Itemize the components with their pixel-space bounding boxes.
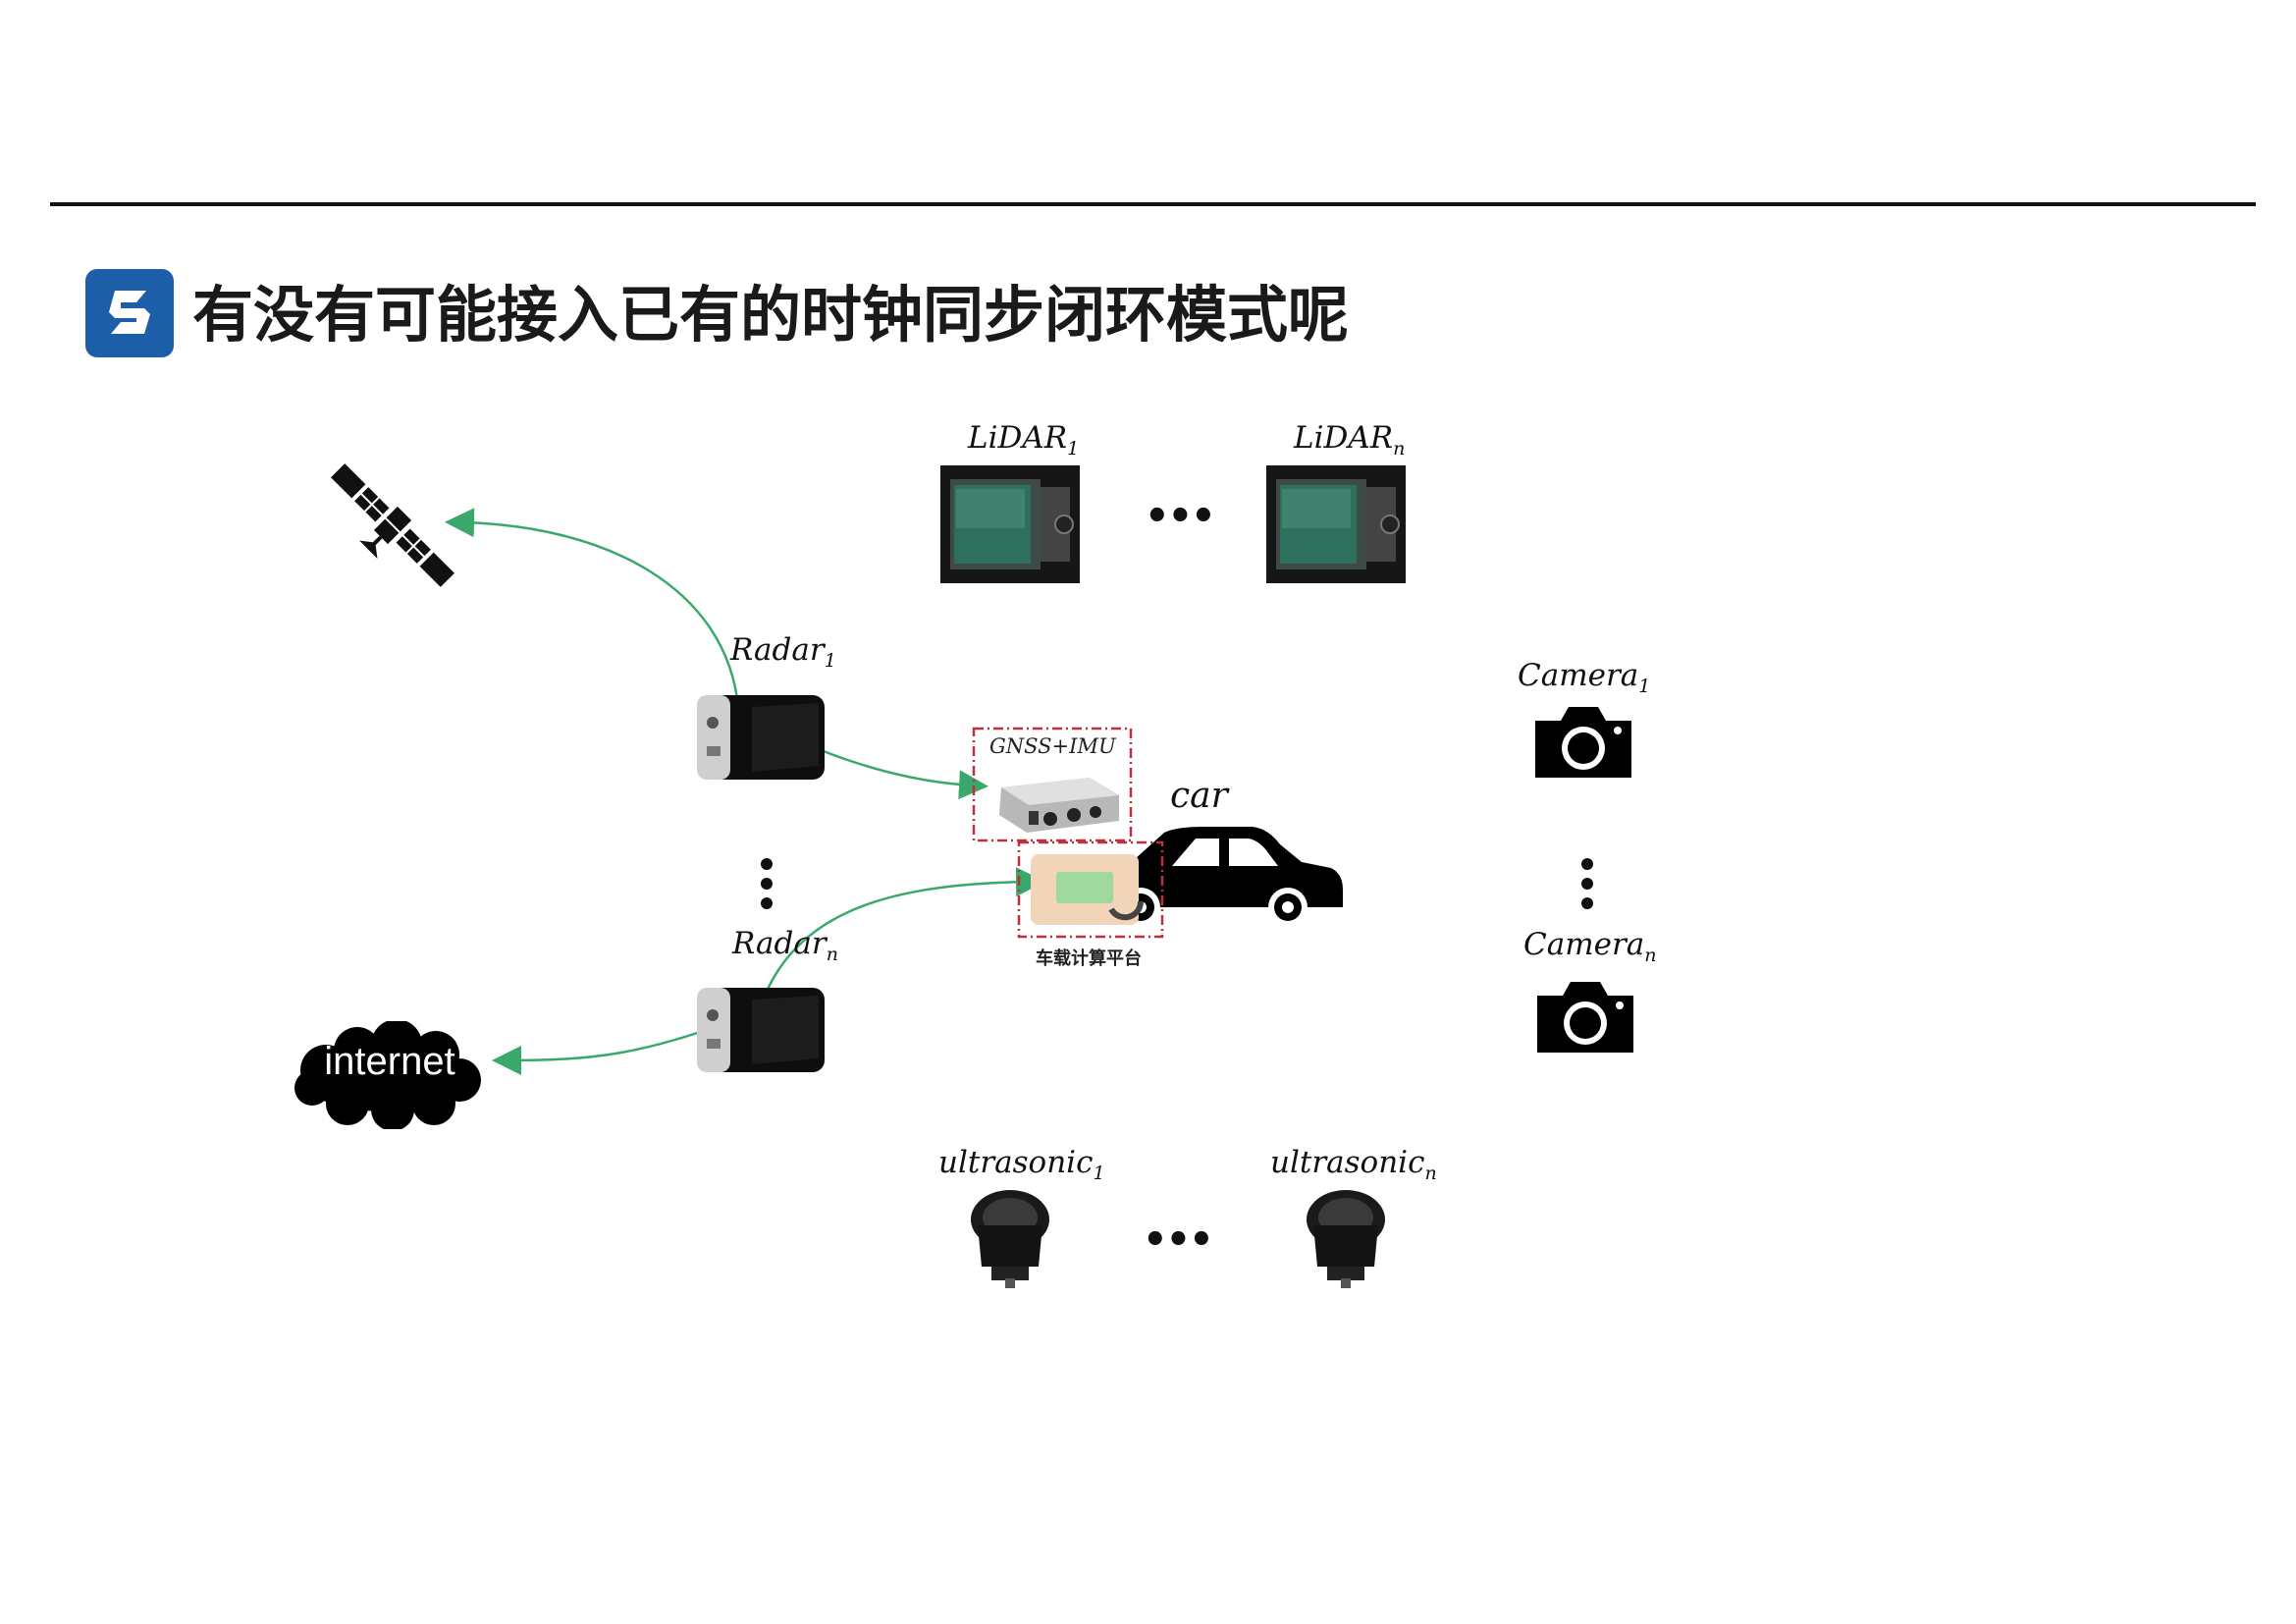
internet-label: internet	[324, 1040, 455, 1083]
lidar-n-label: LiDARn	[1294, 420, 1406, 460]
lidar-n-icon	[1266, 465, 1406, 583]
lidar-1-label: LiDAR1	[968, 420, 1080, 460]
gnss-imu-label: GNSS+IMU	[989, 734, 1116, 758]
page-title: 有没有可能接入已有的时钟同步闭环模式呢	[192, 279, 1350, 351]
ultrasonic-n-label: ultrasonicn	[1270, 1145, 1437, 1185]
radar-1-label: Radar1	[730, 632, 836, 673]
top-divider	[50, 202, 2256, 206]
camera-1-icon	[1535, 707, 1631, 778]
lidar-1-icon	[940, 465, 1080, 583]
cloud-icon	[294, 1021, 481, 1129]
radar-vertical-ellipsis	[761, 858, 773, 909]
ultrasonic-ellipsis: •••	[1143, 1218, 1214, 1263]
compute-platform-label: 车载计算平台	[1036, 948, 1142, 969]
ultrasonic-sensor-n-icon	[1307, 1190, 1385, 1288]
arrow-radarn-to-platform	[754, 867, 1045, 1022]
arrow-radar1-to-satellite	[445, 508, 740, 708]
radar-n-label: Radarn	[732, 926, 838, 966]
camera-1-label: Camera1	[1518, 658, 1651, 698]
ultrasonic-1-label: ultrasonic1	[938, 1145, 1105, 1185]
compute-platform-icon	[1017, 840, 1164, 939]
car-label: car	[1170, 776, 1228, 816]
gnss-imu-icon	[972, 727, 1133, 842]
radar-1-icon	[697, 695, 825, 780]
ultrasonic-sensor-1-icon	[971, 1190, 1049, 1288]
camera-n-label: Cameran	[1523, 927, 1657, 967]
lidar-ellipsis: •••	[1145, 494, 1216, 539]
radar-n-icon	[697, 988, 825, 1072]
logo-icon	[85, 269, 174, 357]
camera-n-icon	[1537, 982, 1633, 1053]
camera-vertical-ellipsis	[1581, 858, 1593, 909]
satellite-icon	[331, 463, 454, 587]
